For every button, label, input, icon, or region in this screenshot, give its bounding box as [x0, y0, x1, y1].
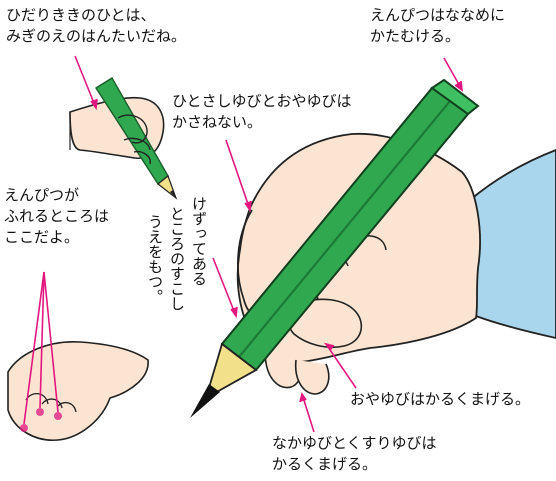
arrow-contact-3	[43, 271, 59, 413]
arrow-thumb	[325, 343, 357, 389]
ring-finger	[294, 359, 330, 395]
main-pencil	[190, 78, 480, 418]
small-hand-fingers	[117, 114, 151, 165]
pencil-lead	[190, 384, 220, 418]
arrow-contact-1	[23, 271, 45, 425]
arrow-grip-point	[212, 257, 237, 317]
pencil-facet-line	[238, 100, 451, 358]
arrow-finger-overlap	[225, 139, 251, 211]
left-hand-note-line-1: ひだりききのひとは、	[6, 6, 156, 24]
pencil-angle-note-line-2: かたむける。	[370, 27, 461, 45]
grip-note-column-2: ところのすこし	[168, 206, 186, 311]
contact-point	[36, 408, 44, 416]
small-hand-scene	[69, 77, 178, 200]
lower-hand	[7, 341, 149, 441]
grip-note-column-1: けずってある	[190, 196, 208, 286]
pointer-arrows	[23, 55, 463, 433]
arrow-contact-2	[39, 271, 45, 409]
pencil-end	[430, 78, 480, 116]
finger-overlap-note-line-2: かさねない。	[172, 113, 263, 131]
grip-note-column-3: うえをもつ。	[146, 214, 164, 304]
finger-overlap-note-line-1: ひとさしゆびとおやゆびは	[172, 92, 352, 110]
pencil-wood-tip	[204, 342, 258, 400]
touch-point-note-line-3: ここだよ。	[4, 228, 80, 246]
sleeve	[469, 149, 556, 339]
touch-point-note-line-1: えんぴつが	[4, 186, 80, 204]
arrow-left-hand	[74, 55, 97, 109]
contact-point	[20, 424, 28, 432]
left-hand-note-line-2: みぎのえのはんたいだね。	[6, 27, 187, 45]
middle-ring-note-line-1: なかゆびとくすりゆびは	[272, 434, 437, 452]
middle-ring-note-line-2: かるくまげる。	[272, 455, 378, 473]
touch-point-hand-scene	[7, 341, 149, 441]
contact-point	[54, 412, 62, 420]
pencil-angle-note-line-1: えんぴつはななめに	[370, 6, 506, 24]
thumb-bend-note: おやゆびはかるくまげる。	[350, 390, 531, 408]
touch-point-note-line-2: ふれるところは	[4, 207, 110, 225]
